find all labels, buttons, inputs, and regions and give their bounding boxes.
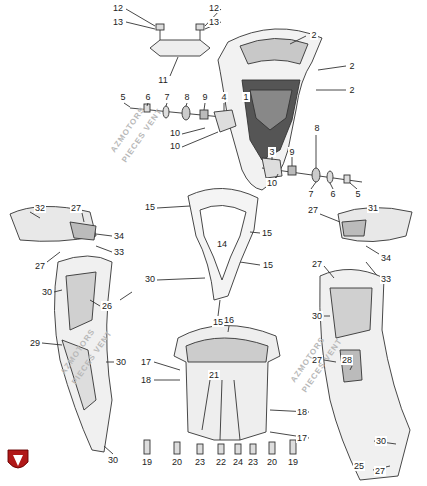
callout-number: 8	[313, 123, 320, 133]
callout-number: 17	[296, 433, 308, 443]
callout-number: 20	[266, 457, 278, 467]
callout-number: 11	[157, 75, 168, 85]
callout-number: 14	[216, 239, 228, 249]
callout-number: 7	[163, 92, 170, 102]
callout-number: 19	[141, 457, 153, 467]
callout-number: 16	[223, 315, 235, 325]
callout-number: 22	[215, 457, 227, 467]
callout-number: 5	[354, 189, 361, 199]
callout-number: 27	[34, 261, 46, 271]
callout-number: 6	[144, 92, 151, 102]
callout-number: 33	[113, 247, 125, 257]
callout-number: 23	[247, 457, 259, 467]
callout-number: 15	[261, 228, 273, 238]
callout-number: 31	[367, 203, 379, 213]
callout-number: 9	[288, 147, 295, 157]
callout-number: 13	[208, 17, 220, 27]
callout-number: 18	[296, 407, 308, 417]
callout-number: 27	[70, 203, 82, 213]
callout-number: 19	[287, 457, 299, 467]
callout-number: 2	[348, 61, 355, 71]
callout-number: 7	[307, 189, 314, 199]
callout-number: 28	[341, 355, 353, 365]
callout-number: 12	[208, 3, 220, 13]
callout-number: 10	[169, 141, 181, 151]
callout-number: 29	[29, 338, 41, 348]
callout-number: 2	[348, 85, 355, 95]
callout-number: 18	[140, 375, 152, 385]
callout-number: 33	[380, 274, 392, 284]
callout-number: 30	[107, 455, 119, 465]
callout-number: 2	[310, 30, 317, 40]
callout-number: 17	[140, 357, 152, 367]
callout-number: 32	[34, 203, 46, 213]
callout-number: 27	[311, 259, 323, 269]
callout-number: 15	[212, 317, 224, 327]
callout-number: 30	[144, 274, 156, 284]
callout-number: 3	[268, 147, 275, 157]
callout-number: 20	[171, 457, 183, 467]
callout-number: 24	[232, 457, 244, 467]
callout-number: 30	[311, 311, 323, 321]
callout-number: 27	[307, 205, 319, 215]
callout-number: 10	[266, 178, 278, 188]
callout-number: 9	[201, 92, 208, 102]
callout-number: 34	[113, 231, 125, 241]
callout-number: 15	[262, 260, 274, 270]
callout-number: 5	[119, 92, 126, 102]
callout-number: 15	[144, 202, 156, 212]
callout-number: 21	[208, 370, 220, 380]
callout-number: 23	[194, 457, 206, 467]
callout-number: 30	[41, 287, 53, 297]
callout-number: 12	[112, 3, 124, 13]
callout-number: 13	[112, 17, 124, 27]
callout-number: 8	[183, 92, 190, 102]
callout-number: 1	[242, 92, 249, 102]
callout-number: 34	[380, 253, 392, 263]
callout-number: 10	[169, 128, 181, 138]
callout-number: 27	[374, 466, 386, 476]
callout-number: 6	[329, 189, 336, 199]
callout-number: 25	[353, 461, 365, 471]
callout-number: 30	[375, 436, 387, 446]
callout-number: 30	[115, 357, 127, 367]
callout-number: 4	[220, 92, 227, 102]
callout-number: 26	[101, 301, 113, 311]
